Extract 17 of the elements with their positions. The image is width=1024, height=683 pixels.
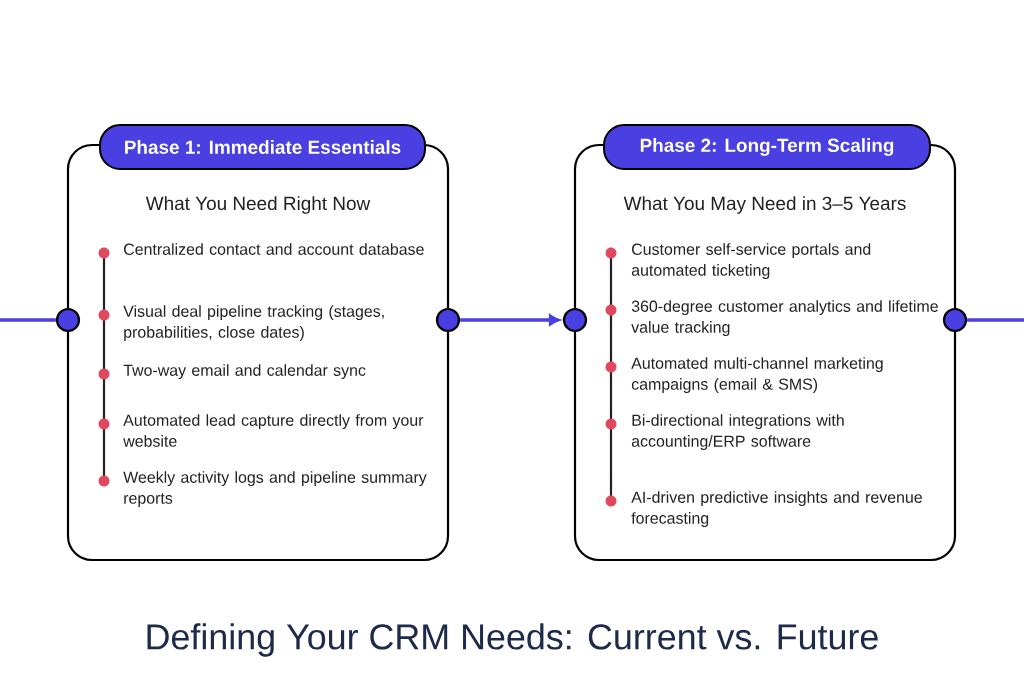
card-heading: What You May Need in 3–5 Years bbox=[623, 196, 906, 214]
phase-pill: Phase 1: Immediate Essentials bbox=[99, 124, 426, 170]
phase-pill: Phase 2: Long-Term Scaling bbox=[603, 124, 931, 170]
arrow bbox=[460, 314, 560, 326]
bullet-text: Weekly activity logs and pipeline summary reports bbox=[123, 471, 427, 507]
bullet-text: Two-way email and calendar sync bbox=[123, 364, 366, 380]
card-heading: What You Need Right Now bbox=[145, 196, 371, 214]
bullet-text: Centralized contact and account database bbox=[124, 243, 424, 255]
caption: Defining Your CRM Needs: Current vs. Future bbox=[147, 623, 878, 657]
bullet-text: Customer self-service portals and automated ticketing bbox=[631, 243, 871, 279]
connector-dot bbox=[562, 307, 588, 333]
bullet-text: Bi-directional integrations with accounting/ERP software bbox=[631, 414, 844, 450]
bullet-text: Automated lead capture directly from your website bbox=[123, 414, 424, 447]
bullet-text: Automated multi-channel marketing campaigns (email & SMS) bbox=[631, 357, 883, 393]
bullet-text: 360-degree customer analytics and lifetime value tracking bbox=[631, 300, 938, 336]
bullet-text: AI-driven predictive insights and revenue forecasting bbox=[631, 491, 922, 527]
bullet-text: Visual deal pipeline tracking (stages, probabilities, close dates) bbox=[123, 305, 384, 341]
